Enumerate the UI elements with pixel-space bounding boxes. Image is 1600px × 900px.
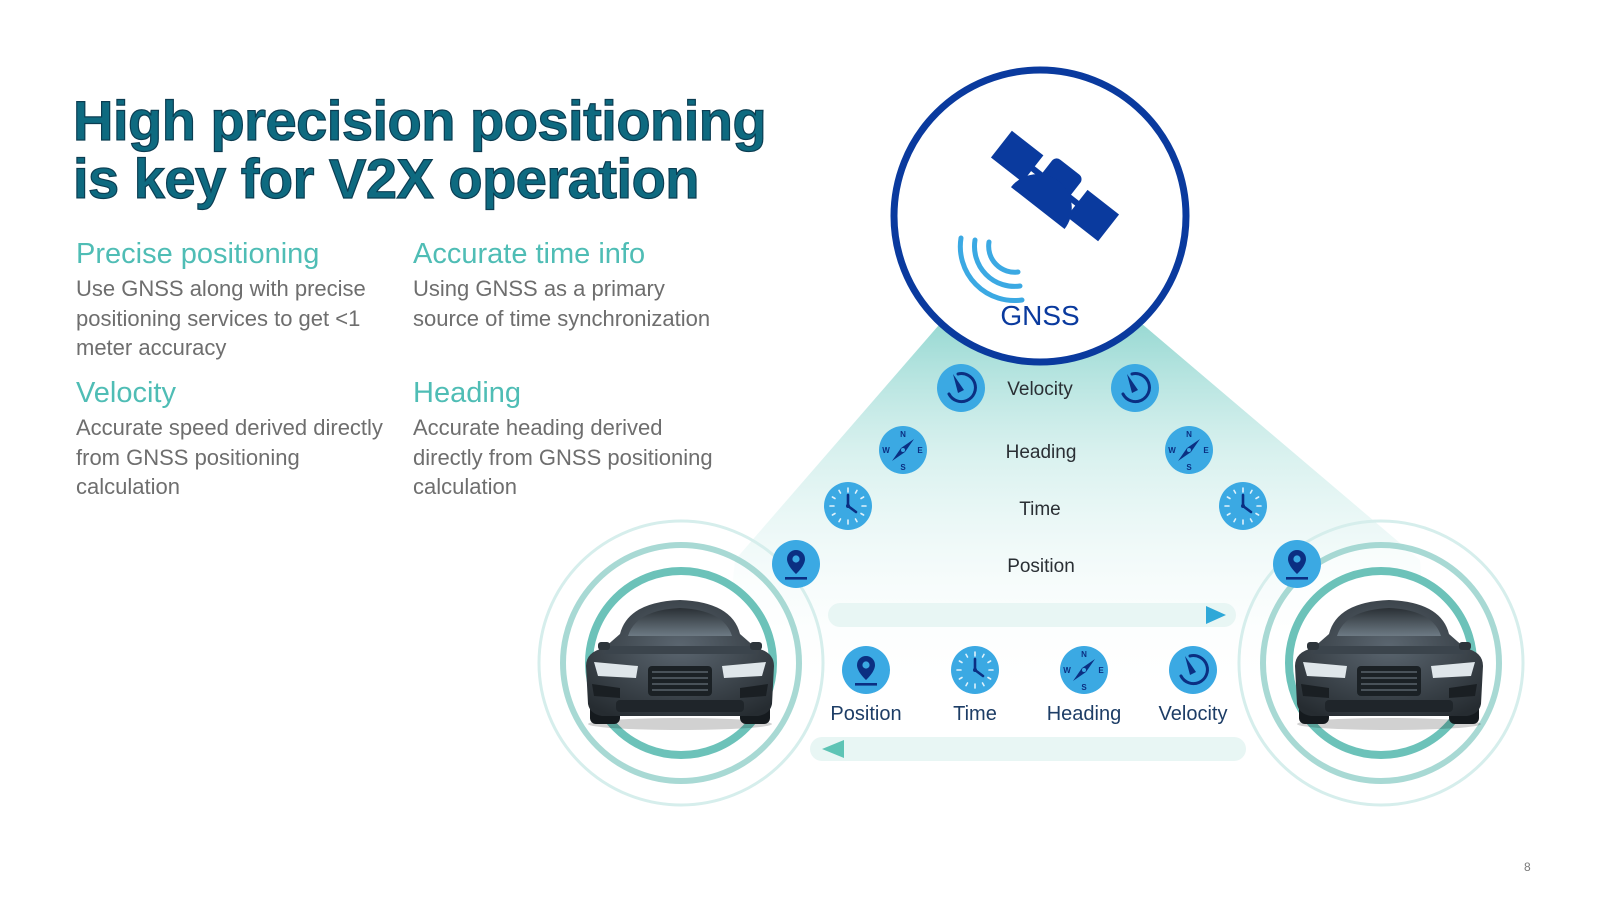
feature-text: Accurate speed derived directly from GNS… bbox=[76, 415, 383, 499]
cone-label-position: Position bbox=[1007, 556, 1075, 577]
cone-label-velocity: Velocity bbox=[1007, 379, 1073, 400]
bottom-label-velocity: Velocity bbox=[1159, 703, 1228, 725]
location-pin-icon bbox=[772, 540, 820, 588]
compass-letter-s: S bbox=[1186, 463, 1192, 472]
feature-precise-positioning: Precise positioning Use GNSS along with … bbox=[76, 238, 396, 363]
location-pin-icon bbox=[1273, 540, 1321, 588]
bottom-label-time: Time bbox=[953, 703, 997, 725]
feature-heading: Velocity bbox=[76, 377, 176, 409]
location-pin-icon bbox=[842, 646, 890, 694]
cone-label-heading: Heading bbox=[1006, 442, 1077, 463]
compass-letter-e: E bbox=[1203, 446, 1209, 455]
cone-label-time: Time bbox=[1019, 499, 1061, 520]
arrow-left-icon bbox=[810, 737, 1246, 761]
bottom-label-position: Position bbox=[830, 703, 901, 725]
compass-letter-s: S bbox=[900, 463, 906, 472]
feature-text: Use GNSS along with precise positioning … bbox=[76, 276, 366, 360]
feature-heading: Heading Accurate heading derived directl… bbox=[413, 377, 733, 502]
compass-letter-w: W bbox=[1063, 666, 1071, 675]
satellite-icon bbox=[990, 130, 1120, 242]
clock-icon bbox=[951, 646, 999, 694]
feature-heading: Accurate time info bbox=[413, 238, 646, 270]
velocity-gauge-icon bbox=[1111, 364, 1159, 412]
compass-letter-s: S bbox=[1081, 683, 1087, 692]
velocity-gauge-icon bbox=[1169, 646, 1217, 694]
title-line-1: High precision positioning bbox=[72, 89, 767, 152]
bottom-label-heading: Heading bbox=[1047, 703, 1122, 725]
feature-heading: Heading bbox=[413, 377, 522, 409]
feature-text: Using GNSS as a primary source of time s… bbox=[413, 276, 711, 331]
compass-letter-n: N bbox=[900, 430, 906, 439]
feature-accurate-time: Accurate time info Using GNSS as a prima… bbox=[413, 238, 733, 333]
clock-icon bbox=[824, 482, 872, 530]
feature-text: Accurate heading derived directly from G… bbox=[413, 415, 713, 499]
slide-number: 8 bbox=[1524, 860, 1531, 874]
signal-waves-icon bbox=[957, 235, 1025, 304]
slide-title: High precision positioning is key for V2… bbox=[72, 89, 767, 210]
compass-letter-e: E bbox=[917, 446, 923, 455]
title-line-2: is key for V2X operation bbox=[72, 147, 700, 210]
compass-letter-w: W bbox=[882, 446, 890, 455]
feature-heading: Precise positioning bbox=[76, 238, 320, 270]
compass-letter-n: N bbox=[1186, 430, 1192, 439]
compass-letter-w: W bbox=[1168, 446, 1176, 455]
compass-letter-e: E bbox=[1098, 666, 1104, 675]
gnss-label: GNSS bbox=[1000, 300, 1079, 331]
compass-letter-n: N bbox=[1081, 650, 1087, 659]
clock-icon bbox=[1219, 482, 1267, 530]
feature-velocity: Velocity Accurate speed derived directly… bbox=[76, 377, 396, 502]
arrow-right-icon bbox=[828, 603, 1236, 627]
gnss-satellite: GNSS bbox=[890, 66, 1190, 366]
velocity-gauge-icon bbox=[937, 364, 985, 412]
